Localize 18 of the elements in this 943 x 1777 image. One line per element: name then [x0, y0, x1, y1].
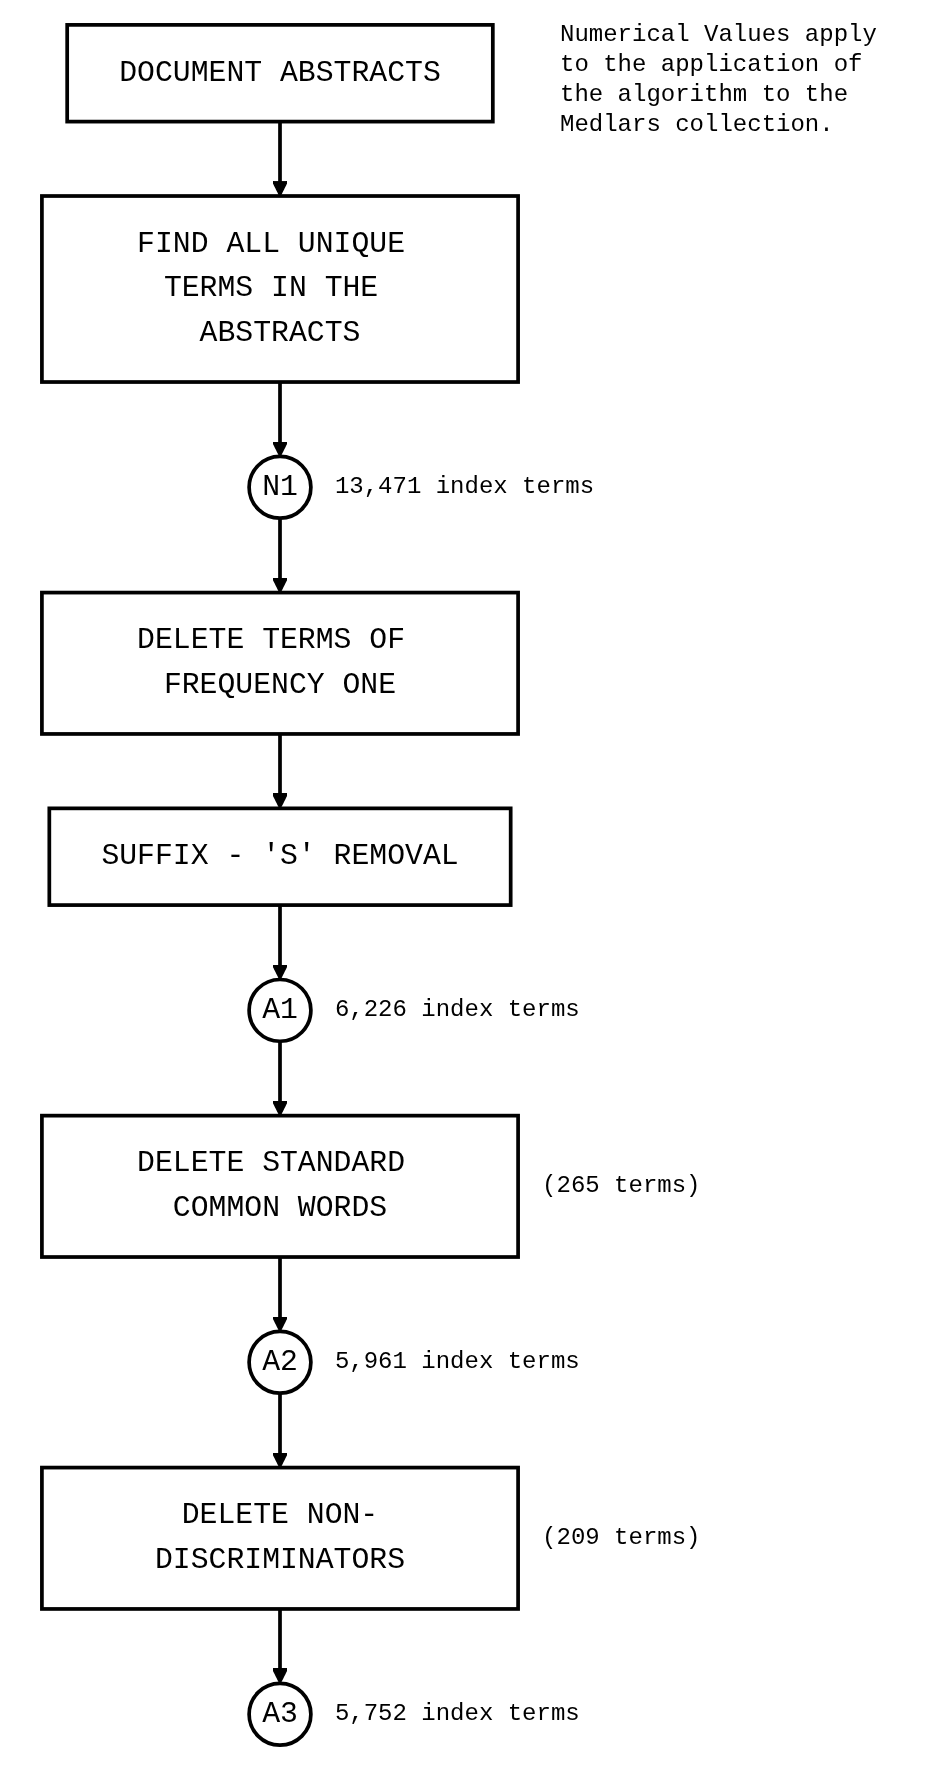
term-count: 5,752 index terms — [334, 1700, 580, 1728]
node-box: SUFFIX - 'S' REMOVAL — [47, 806, 513, 907]
node-box: DOCUMENT ABSTRACTS — [65, 23, 495, 124]
term-count: 5,961 index terms — [334, 1348, 580, 1376]
term-count: 13,471 index terms — [334, 473, 595, 501]
node-circle: N1 — [247, 454, 313, 521]
note-text: Numerical Values apply to the application of the algorithm to the Medlars collection. — [560, 20, 878, 140]
arrow — [271, 121, 289, 197]
term-count: 6,226 index terms — [334, 996, 580, 1024]
node-circle: A3 — [247, 1681, 313, 1747]
node-circle: A1 — [247, 977, 313, 1044]
node-box: DELETE TERMS OF FREQUENCY ONE — [40, 590, 520, 736]
term-count: (265 terms) — [542, 1172, 701, 1200]
node-box: FIND ALL UNIQUE TERMS IN THE ABSTRACTS — [40, 194, 520, 384]
node-box: DELETE NON-DISCRIMINATORS — [40, 1465, 520, 1611]
term-count: (209 terms) — [542, 1524, 701, 1552]
node-box: DELETE STANDARD COMMON WORDS — [40, 1113, 520, 1259]
node-circle: A2 — [247, 1329, 313, 1396]
